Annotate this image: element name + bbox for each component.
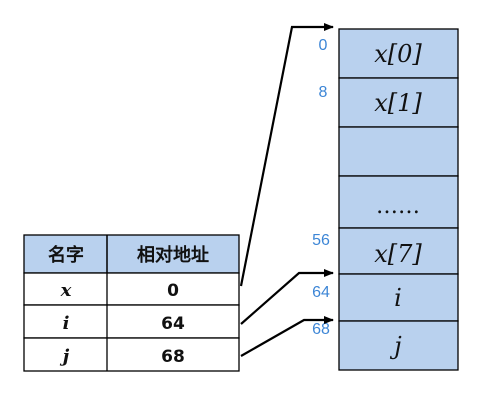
- arrow-j: [240, 316, 334, 357]
- table-header-address: 相对地址: [137, 244, 209, 266]
- table-cell-name: j: [60, 346, 70, 367]
- memory-cell-label: x[7]: [374, 240, 422, 268]
- arrow-x: [239, 23, 334, 287]
- table-cell-address: 68: [161, 347, 185, 367]
- symbol-table: 名字 相对地址 x 0 i 64 j 68: [23, 234, 240, 372]
- memory-block: x[0] x[1] …… x[7] i j: [338, 28, 459, 371]
- memory-cell-label: x[0]: [374, 40, 422, 68]
- memory-cell: [338, 273, 459, 322]
- table-cell-name: x: [60, 280, 72, 301]
- memory-cell: [338, 28, 459, 79]
- pointer-arrows: [239, 23, 334, 357]
- arrow-i: [240, 269, 334, 325]
- address-labels: 0 8 56 64 68: [312, 37, 330, 338]
- table-header-row: [23, 234, 240, 274]
- address-label: 8: [319, 84, 328, 101]
- table-cell-name: i: [63, 313, 70, 334]
- table-header-name: 名字: [48, 244, 84, 266]
- memory-cell: [338, 175, 459, 229]
- address-label: 0: [319, 37, 328, 54]
- address-label: 56: [312, 232, 330, 249]
- table-row: [23, 272, 240, 306]
- memory-cell-label: i: [394, 284, 402, 312]
- memory-cell: [338, 320, 459, 371]
- table-row: [23, 337, 240, 372]
- memory-cell-ellipsis: ……: [376, 194, 420, 219]
- table-row: [23, 304, 240, 339]
- memory-cell: [338, 77, 459, 128]
- table-cell-address: 0: [167, 281, 179, 301]
- memory-cell-label: x[1]: [374, 89, 422, 117]
- table-cell-address: 64: [161, 314, 185, 334]
- address-label: 68: [312, 321, 330, 338]
- memory-cell: [338, 126, 459, 177]
- memory-cell: [338, 227, 459, 275]
- address-label: 64: [312, 284, 330, 301]
